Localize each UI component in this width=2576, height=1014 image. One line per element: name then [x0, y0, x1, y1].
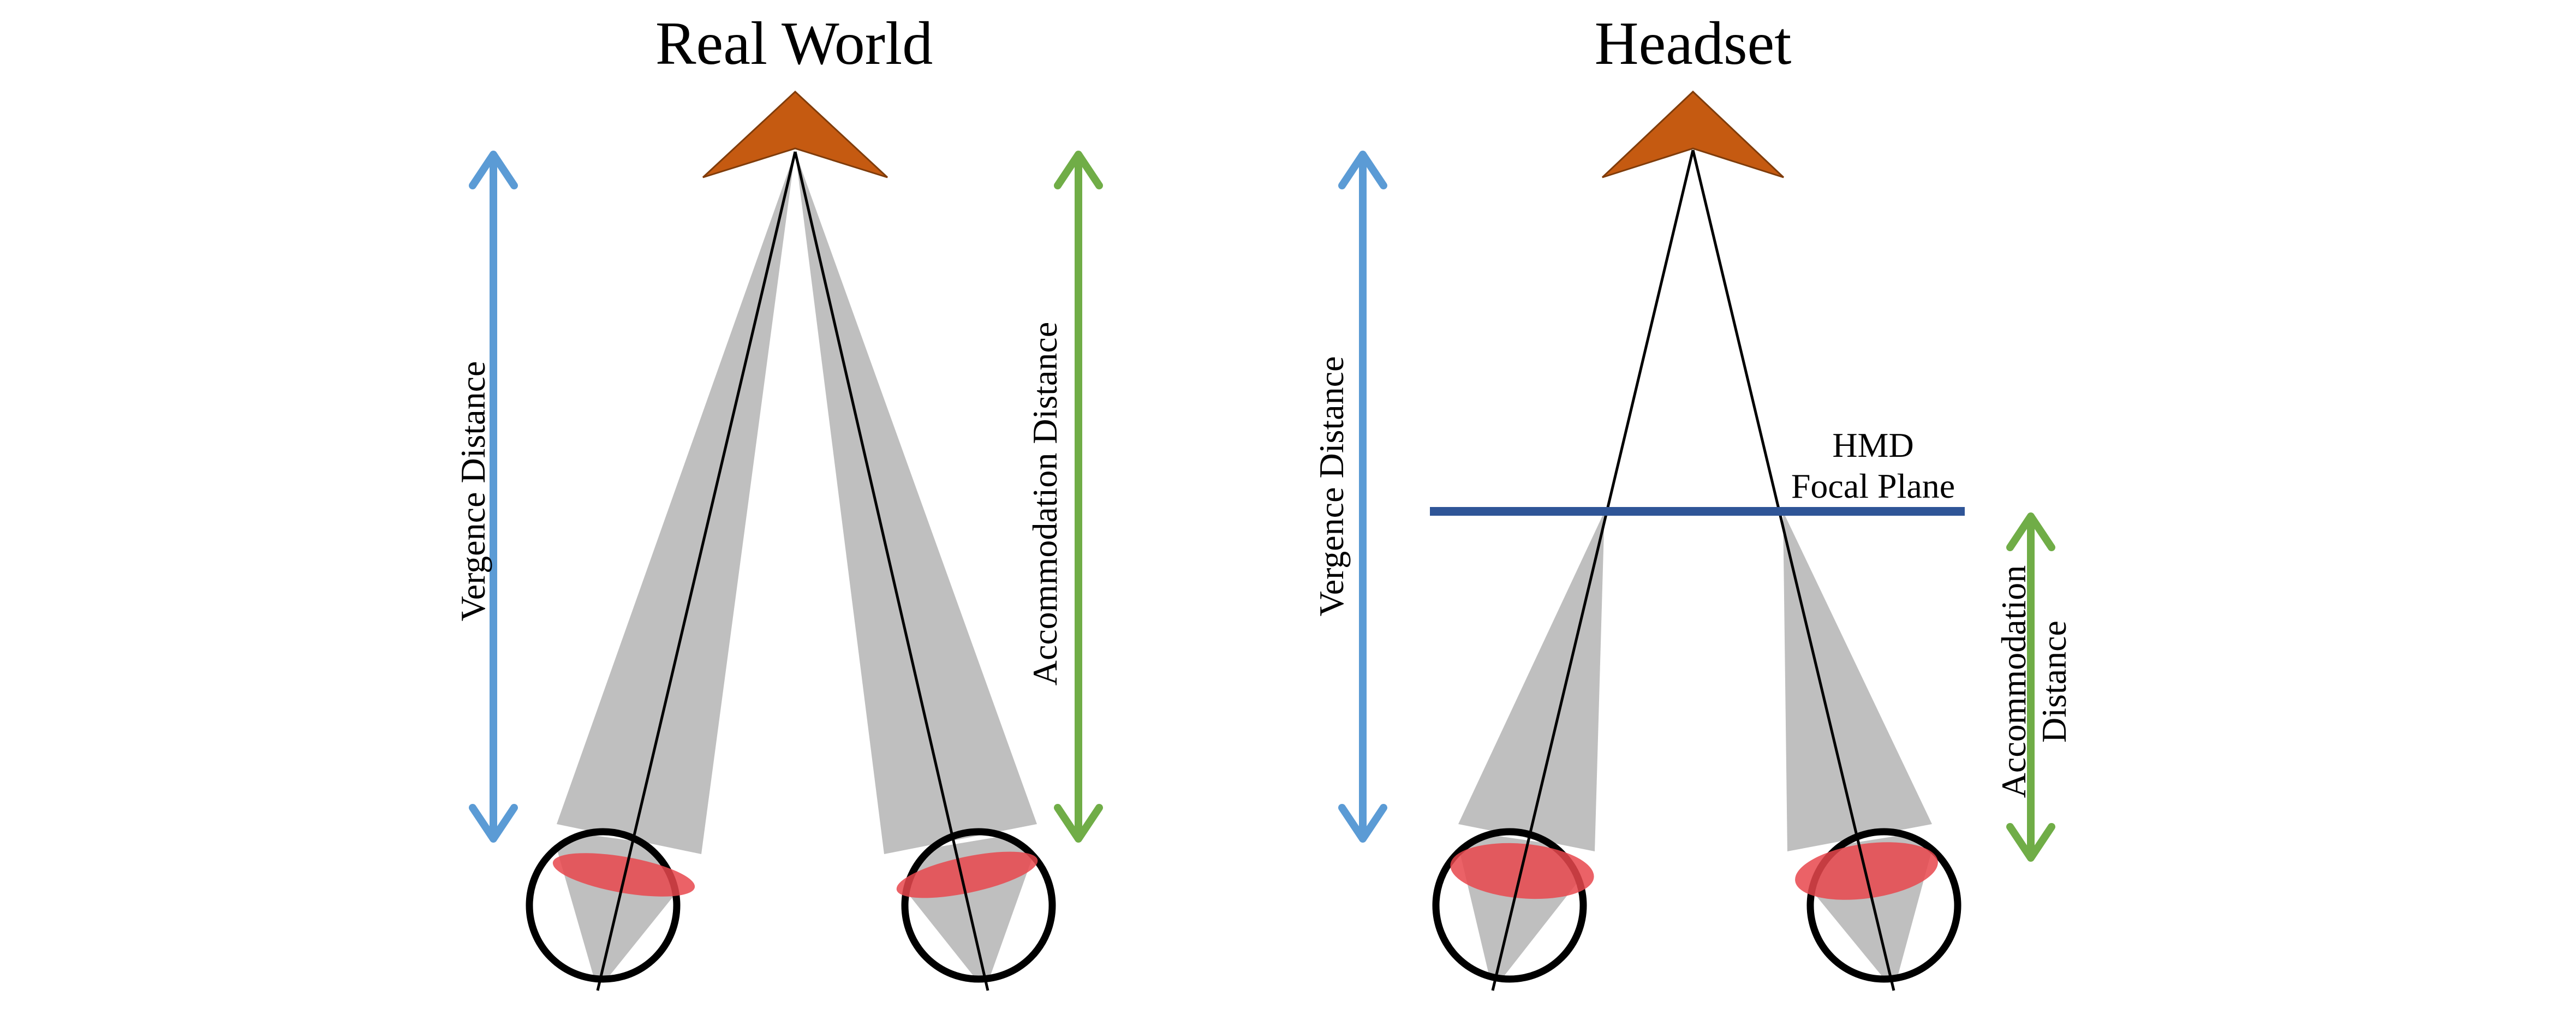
accommodation-distance-label-line1: AccommodationDistance	[1994, 565, 2073, 798]
accommodation-distance-label-line2: Distance	[2035, 621, 2073, 743]
focal-plane-label-line2: Focal Plane	[1791, 467, 1955, 505]
line-of-sight-right	[1691, 150, 1895, 991]
target-chevron-icon	[1601, 90, 1785, 178]
eye-icon	[901, 828, 1056, 983]
panel-headset: Headset HMD Focal Plane	[1312, 10, 2073, 991]
eye-right	[896, 828, 1056, 983]
light-cone-left-eye	[557, 152, 795, 854]
double-arrow-icon	[1054, 151, 1103, 189]
eye-left	[1432, 828, 1594, 983]
panel-title-real-world: Real World	[655, 10, 933, 77]
vergence-distance-label: Vergence Distance	[1312, 356, 1351, 617]
lens-icon	[896, 851, 1038, 898]
eye-icon	[526, 828, 681, 983]
vergence-distance-arrow	[1338, 151, 1387, 843]
line-of-sight-right	[794, 151, 989, 991]
eye-icon	[1432, 828, 1587, 983]
light-cone-right-eye	[1783, 511, 1932, 851]
eye-left	[526, 828, 695, 983]
line-of-sight-left	[596, 151, 797, 991]
light-cone-left-eye	[1458, 511, 1605, 851]
line-of-sight-left	[1491, 150, 1695, 991]
panel-real-world: Real World Verge	[454, 10, 1103, 991]
double-arrow-icon	[1338, 151, 1387, 189]
accommodation-distance-label: Accommodation Distance	[1025, 322, 1064, 685]
light-cone-right-eye	[795, 152, 1037, 854]
panel-title-headset: Headset	[1595, 10, 1792, 77]
accommodation-distance-arrow	[2006, 512, 2055, 862]
double-arrow-icon	[2006, 512, 2055, 551]
eye-right	[1795, 828, 1961, 983]
accommodation-distance-arrow	[1054, 151, 1103, 843]
double-arrow-icon	[469, 151, 518, 189]
target-chevron-icon	[702, 90, 889, 178]
focal-plane-label-line1: HMD	[1832, 426, 1913, 464]
vergence-distance-label: Vergence Distance	[454, 361, 492, 622]
vergence-distance-arrow	[469, 151, 518, 843]
accommodation-distance-label: Accommodation	[1994, 565, 2033, 798]
eye-icon	[1806, 828, 1961, 983]
